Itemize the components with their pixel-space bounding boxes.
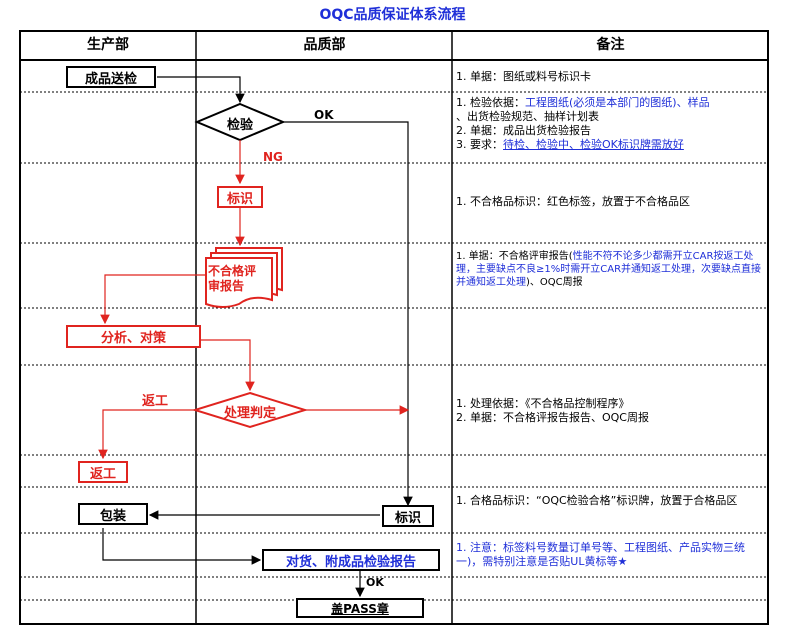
analysis-box: 分析、对策 [66,325,201,348]
column-header-remarks: 备注 [596,37,625,53]
report-document-shape [205,247,283,308]
column-header-production: 生产部 [87,37,129,53]
inspect-label: 检验 [226,118,253,133]
ok-label: OK [314,108,334,122]
note-4: 1. 单据：不合格评审报告(性能不符不论多少都需开立CAR按返工处理，主要缺点不… [456,251,762,288]
note-2: 1. 检验依据：工程图纸(必须是本部门的图纸)、样品 、出货检验规范、抽样计划表… [456,96,710,151]
note-3: 1. 不合格品标识：红色标签，放置于不合格品区 [456,195,690,208]
report-label-2: 审报告 [208,279,245,293]
mark-ng-box: 标识 [217,186,263,208]
ok2-label: OK [366,576,384,589]
check-report-box: 对货、附成品检验报告 [262,549,440,571]
pass-stamp-box: 盖PASS章 [296,598,424,618]
rework-label: 返工 [142,394,169,409]
note-7: 1. 注意：标签料号数量订单号等、工程图纸、产品实物三统一)，需特别注意是否贴U… [456,541,745,568]
column-header-quality: 品质部 [303,37,346,53]
flow-table [19,30,769,625]
rework-box: 返工 [78,461,128,483]
report-label-1: 不合格评 [208,264,257,278]
note-6: 1. 合格品标识：“OQC检验合格”标识牌，放置于合格品区 [456,494,738,507]
handle-label: 处理判定 [223,406,276,421]
handle-diamond [191,391,309,429]
page-title: OQC品质保证体系流程 [319,7,466,23]
mark-ok-box: 标识 [382,505,434,527]
ng-label: NG [263,150,283,164]
note-1: 1. 单据：图纸或料号标识卡 [456,70,591,83]
submit-inspection-box: 成品送检 [66,66,156,88]
note-5: 1. 处理依据：《不合格品控制程序》 2. 单据：不合格评报告报告、OQC周报 [456,397,649,424]
pack-box: 包装 [78,503,148,525]
